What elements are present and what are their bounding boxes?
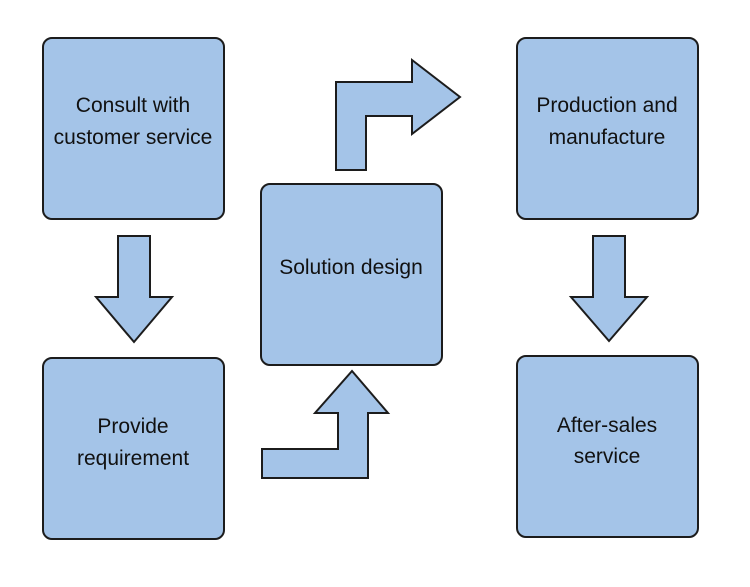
step-aftersales-label-line1: After-sales <box>557 414 657 437</box>
step-production: Production and manufacture <box>516 37 699 220</box>
step-aftersales-label-line2: service <box>574 445 641 468</box>
step-requirement-label-line2: requirement <box>77 447 189 470</box>
step-design: Solution design <box>260 183 443 366</box>
step-aftersales: After-sales service <box>516 355 699 538</box>
step-consult-label-line2: customer service <box>54 126 213 149</box>
step-requirement-box <box>42 357 225 540</box>
step-consult-box <box>42 37 225 220</box>
arrow-consult-to-requirement <box>93 235 175 344</box>
step-requirement: Provide requirement <box>42 357 225 540</box>
step-design-label: Solution design <box>279 256 423 279</box>
step-aftersales-box <box>516 355 699 538</box>
arrow-design-to-production <box>335 57 462 171</box>
step-consult-label-line1: Consult with <box>76 94 190 117</box>
step-production-box <box>516 37 699 220</box>
step-design-box <box>260 183 443 366</box>
step-production-label-line1: Production and <box>536 94 677 117</box>
step-production-label-line2: manufacture <box>549 126 666 149</box>
arrow-production-to-aftersales <box>568 235 650 343</box>
step-consult: Consult with customer service <box>42 37 225 220</box>
step-requirement-label-line1: Provide <box>97 415 168 438</box>
arrow-requirement-to-design <box>261 369 391 479</box>
